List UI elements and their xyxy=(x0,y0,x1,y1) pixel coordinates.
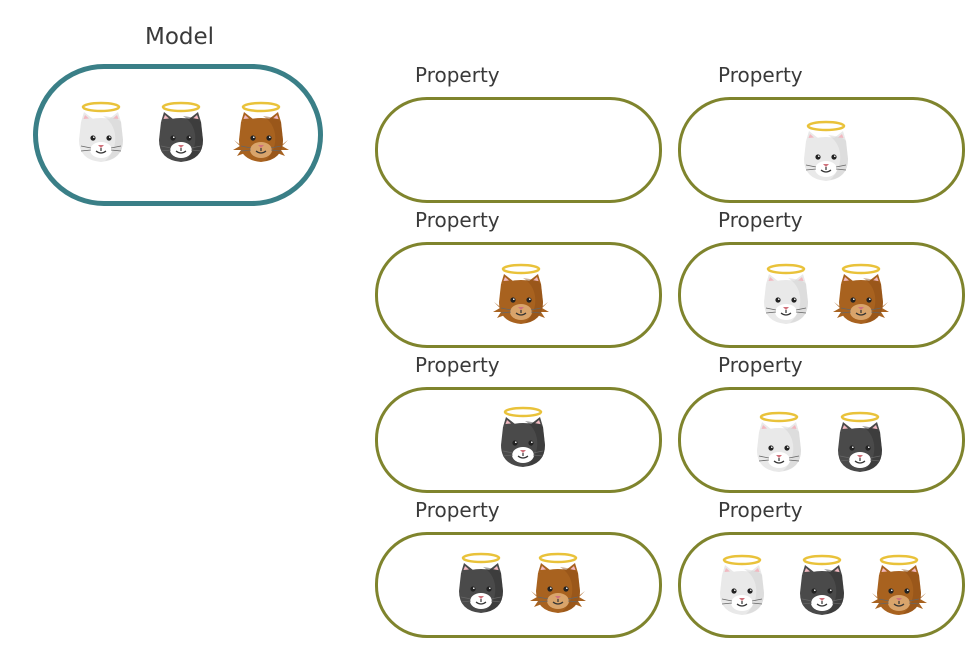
property-label-8: Property xyxy=(718,498,803,522)
property-set-7 xyxy=(375,532,662,638)
ginger-cat-icon xyxy=(530,551,586,621)
property-label-3: Property xyxy=(415,208,500,232)
property-label-2: Property xyxy=(718,63,803,87)
property-set-4 xyxy=(678,242,965,348)
property-label-4: Property xyxy=(718,208,803,232)
ginger-cat-icon xyxy=(871,553,927,623)
black-cat-icon xyxy=(794,553,850,623)
property-label-6: Property xyxy=(718,353,803,377)
model-set xyxy=(33,64,323,206)
ginger-cat-icon xyxy=(833,262,889,332)
black-cat-icon xyxy=(495,405,551,475)
property-label-1: Property xyxy=(415,63,500,87)
ginger-cat-icon xyxy=(233,100,289,170)
white-cat-icon xyxy=(751,410,807,480)
model-title: Model xyxy=(145,24,215,50)
ginger-cat-icon xyxy=(493,262,549,332)
white-cat-icon xyxy=(73,100,129,170)
white-cat-icon xyxy=(758,262,814,332)
black-cat-icon xyxy=(832,410,888,480)
white-cat-icon xyxy=(798,119,854,189)
property-set-1 xyxy=(375,97,662,203)
property-set-5 xyxy=(375,387,662,493)
black-cat-icon xyxy=(453,551,509,621)
property-label-7: Property xyxy=(415,498,500,522)
property-set-8 xyxy=(678,532,965,638)
property-set-2 xyxy=(678,97,965,203)
white-cat-icon xyxy=(714,553,770,623)
property-set-3 xyxy=(375,242,662,348)
property-label-5: Property xyxy=(415,353,500,377)
property-set-6 xyxy=(678,387,965,493)
black-cat-icon xyxy=(153,100,209,170)
